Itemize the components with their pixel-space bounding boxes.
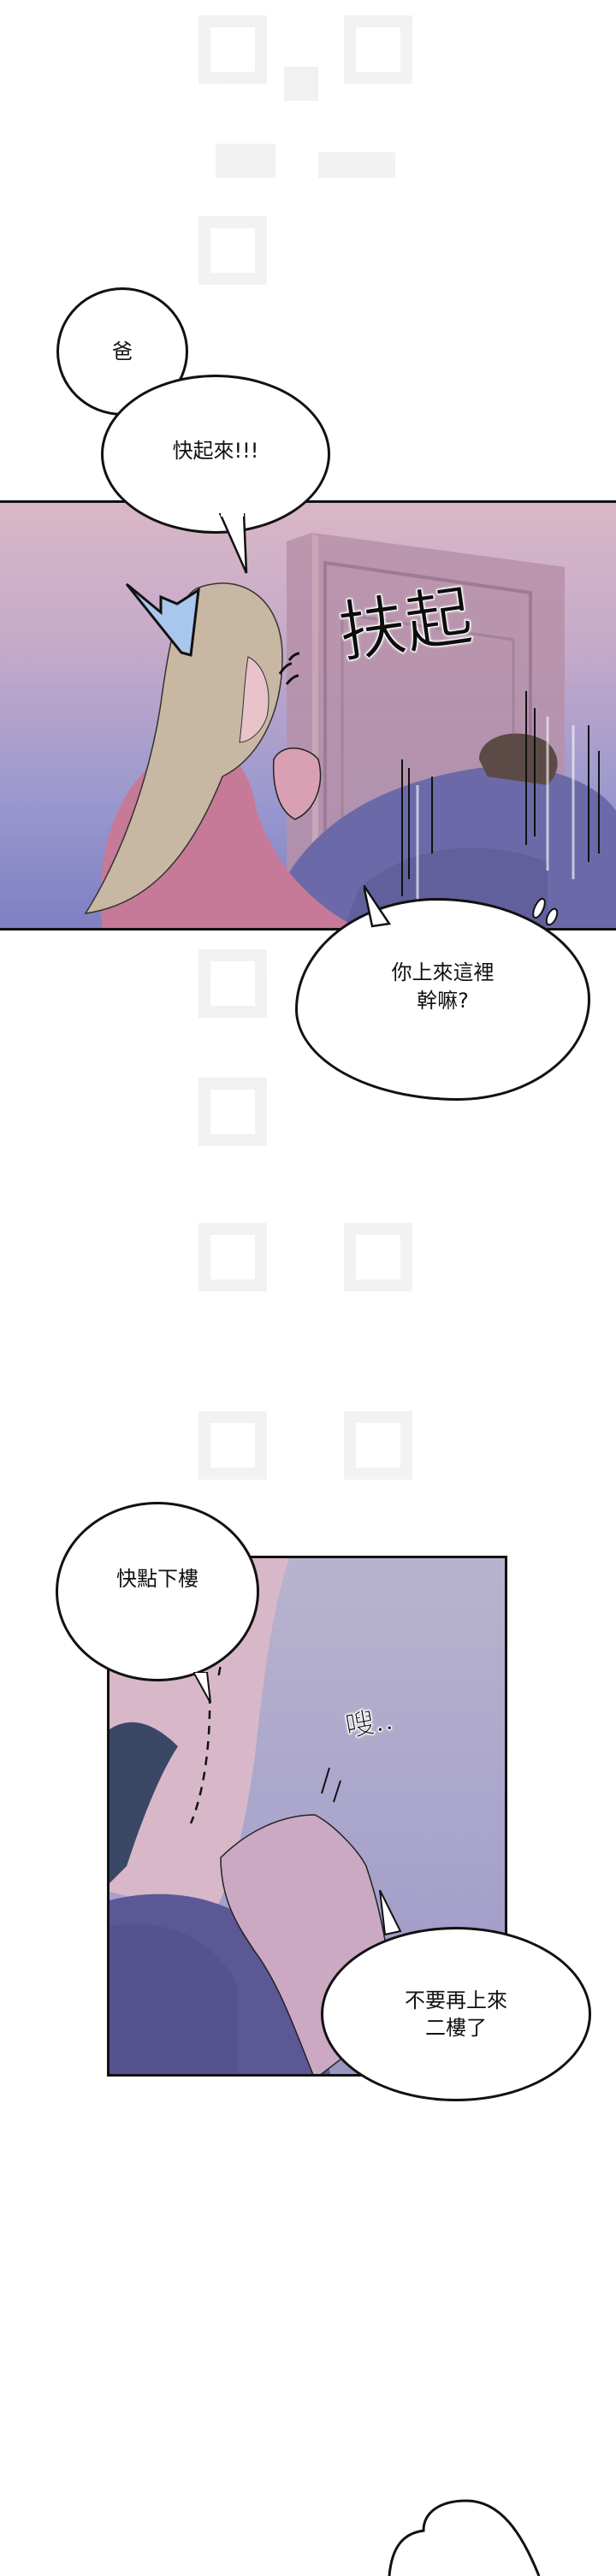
surprise-mark-icon xyxy=(125,582,200,657)
sweat-ticks-icon xyxy=(278,652,300,685)
sfx-murmur: 嗖.. xyxy=(342,1702,396,1745)
bubble-text: 快起來!!! xyxy=(172,438,259,463)
speech-bubble-go-down: 快點下樓 xyxy=(56,1502,259,1681)
panel-1-illustration xyxy=(84,533,616,928)
bubble-tail xyxy=(193,1672,211,1704)
speech-bubble-why-here: 你上來這裡 幹嘛? xyxy=(295,898,590,1101)
bubble-text: 快點下樓 xyxy=(116,1566,198,1591)
watermark-top xyxy=(198,15,421,285)
bubble-text: 你上來這裡 幹嘛? xyxy=(391,960,495,1013)
bubble-tail xyxy=(379,1890,402,1936)
sweat-drops-icon xyxy=(532,897,559,926)
bubble-text: 不要再上來 二樓了 xyxy=(405,1988,507,2040)
sfx-lift-up: 扶起 xyxy=(334,577,477,673)
comic-panel-1: 扶起 xyxy=(0,500,616,931)
speech-bubble-get-up: 快起來!!! xyxy=(101,375,330,534)
speech-bubble-dont-come: 不要再上來 二樓了 xyxy=(321,1927,591,2101)
speech-bubble-partial xyxy=(388,2499,541,2576)
bubble-tail xyxy=(364,885,392,928)
bubble-tail xyxy=(218,513,248,574)
bubble-text: 爸 xyxy=(112,339,133,363)
